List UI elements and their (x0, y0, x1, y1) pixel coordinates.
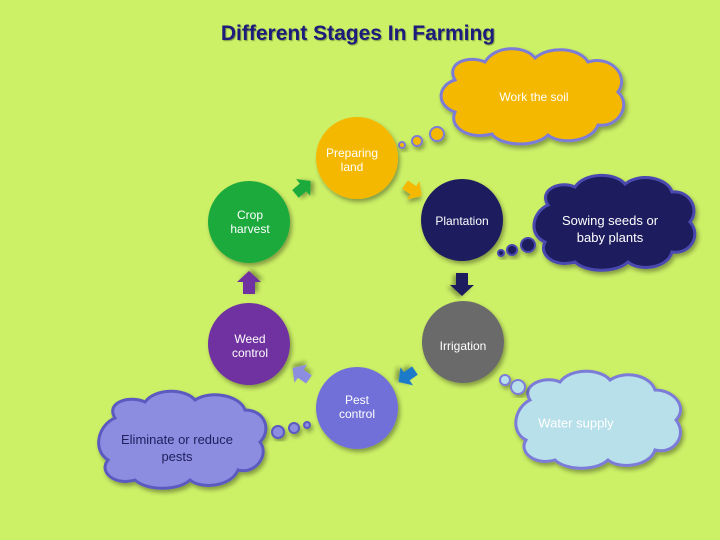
stage-label-weed-control: Weed control (231, 332, 269, 360)
stage-pest-control (316, 367, 398, 449)
stage-crop-harvest (208, 181, 290, 263)
arrow-irrigation-to-pest (398, 366, 418, 386)
cloud-water-tail (499, 374, 526, 395)
arrow-preparing-to-plantation (402, 180, 422, 200)
cloud-label-sowing: Sowing seeds or baby plants (561, 213, 659, 245)
cloud-label-work-soil: Work the soil (499, 90, 569, 104)
cloud-label-eliminate: Eliminate or reduce pests (121, 432, 233, 464)
arrow-harvest-to-preparing (292, 179, 311, 198)
cloud-eliminate (97, 389, 268, 490)
stage-label-pest-control: Pest control (338, 393, 376, 421)
cloud-eliminate-tail (271, 421, 311, 439)
stage-weed-control (208, 303, 290, 385)
cloud-sowing (532, 173, 697, 272)
cloud-sowing-tail (497, 237, 536, 257)
stage-preparing-land (316, 117, 398, 199)
arrow-plantation-to-irrigation (450, 273, 474, 296)
stage-plantation (421, 179, 503, 261)
stage-label-preparing-land: Preparing land (325, 146, 379, 174)
stage-label-plantation: Plantation (435, 214, 489, 228)
cloud-label-water: Water supply (538, 415, 614, 431)
arrow-pest-to-weed (292, 364, 312, 384)
stage-irrigation (422, 301, 504, 383)
cloud-work-soil (439, 47, 625, 146)
arrow-weed-to-harvest (237, 271, 261, 294)
stage-label-crop-harvest: Crop harvest (230, 208, 270, 236)
page-title: Different Stages In Farming (220, 22, 496, 45)
cloud-water (514, 369, 683, 470)
stage-label-irrigation: Irrigation (439, 339, 487, 353)
cloud-work-soil-tail (398, 126, 445, 149)
